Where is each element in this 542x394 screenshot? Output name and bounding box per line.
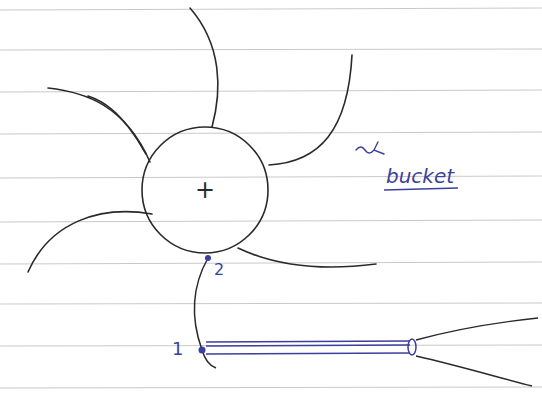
tube [206,339,416,355]
callout-number: 1 [172,340,183,358]
center-symbol: + [195,176,215,204]
part-label: bucket [386,166,454,186]
label-underline [384,188,458,190]
pointer-squiggle [356,142,384,154]
rotor-circle: + [141,126,269,254]
nozzle-flare [416,318,538,386]
ruled-lines [0,8,542,388]
bucket-curves [28,8,376,272]
point-dot [205,255,211,261]
link-wire [194,258,216,368]
point-dot [199,347,206,354]
callout-number: 2 [214,262,224,278]
